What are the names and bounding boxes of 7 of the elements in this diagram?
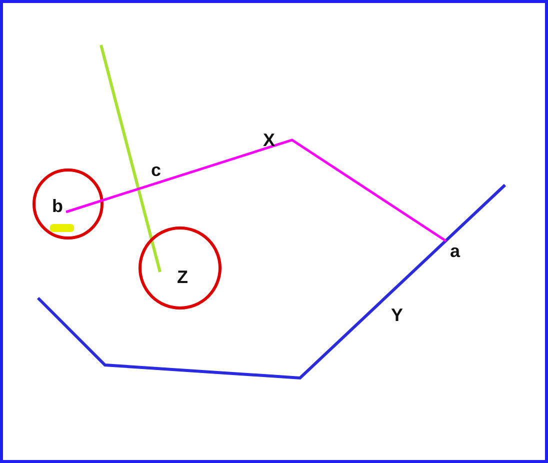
point-label: a (450, 241, 460, 261)
line-label: c (151, 160, 162, 180)
connector-line (66, 138, 447, 242)
line-label: X (263, 130, 276, 150)
point-label: b (52, 196, 63, 216)
line-label: Z (177, 267, 188, 287)
line-label: Y (391, 305, 404, 325)
